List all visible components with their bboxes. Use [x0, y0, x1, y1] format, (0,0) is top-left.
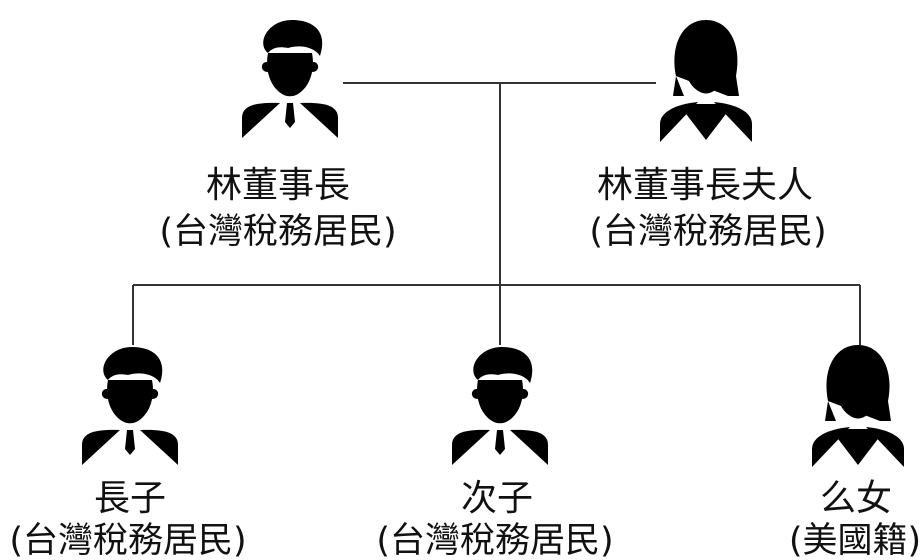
member-status: (台灣稅務居民) [9, 521, 246, 560]
woman-icon [812, 345, 904, 467]
woman-icon [660, 20, 752, 142]
member-eldest-son: 長子 (台灣稅務居民) [9, 347, 247, 560]
man-icon [82, 347, 178, 465]
member-status: (台灣稅務居民) [376, 521, 613, 560]
member-second-son: 次子 (台灣稅務居民) [376, 347, 614, 560]
member-chairman-wife: 林董事長夫人 (台灣稅務居民) [589, 20, 827, 252]
member-name: 次子 [461, 478, 533, 519]
member-name: 林董事長 [206, 165, 350, 206]
member-chairman: 林董事長 (台灣稅務居民) [159, 20, 397, 252]
man-icon [452, 347, 548, 465]
man-icon [242, 20, 338, 138]
connectors [132, 82, 861, 345]
member-name: 么女 [820, 478, 892, 519]
member-name: 長子 [94, 478, 166, 519]
member-youngest-daughter: 么女 (美國籍) [789, 345, 920, 560]
member-status: (美國籍) [789, 521, 920, 560]
member-name: 林董事長夫人 [597, 165, 813, 206]
member-status: (台灣稅務居民) [159, 212, 396, 252]
member-status: (台灣稅務居民) [589, 212, 826, 252]
